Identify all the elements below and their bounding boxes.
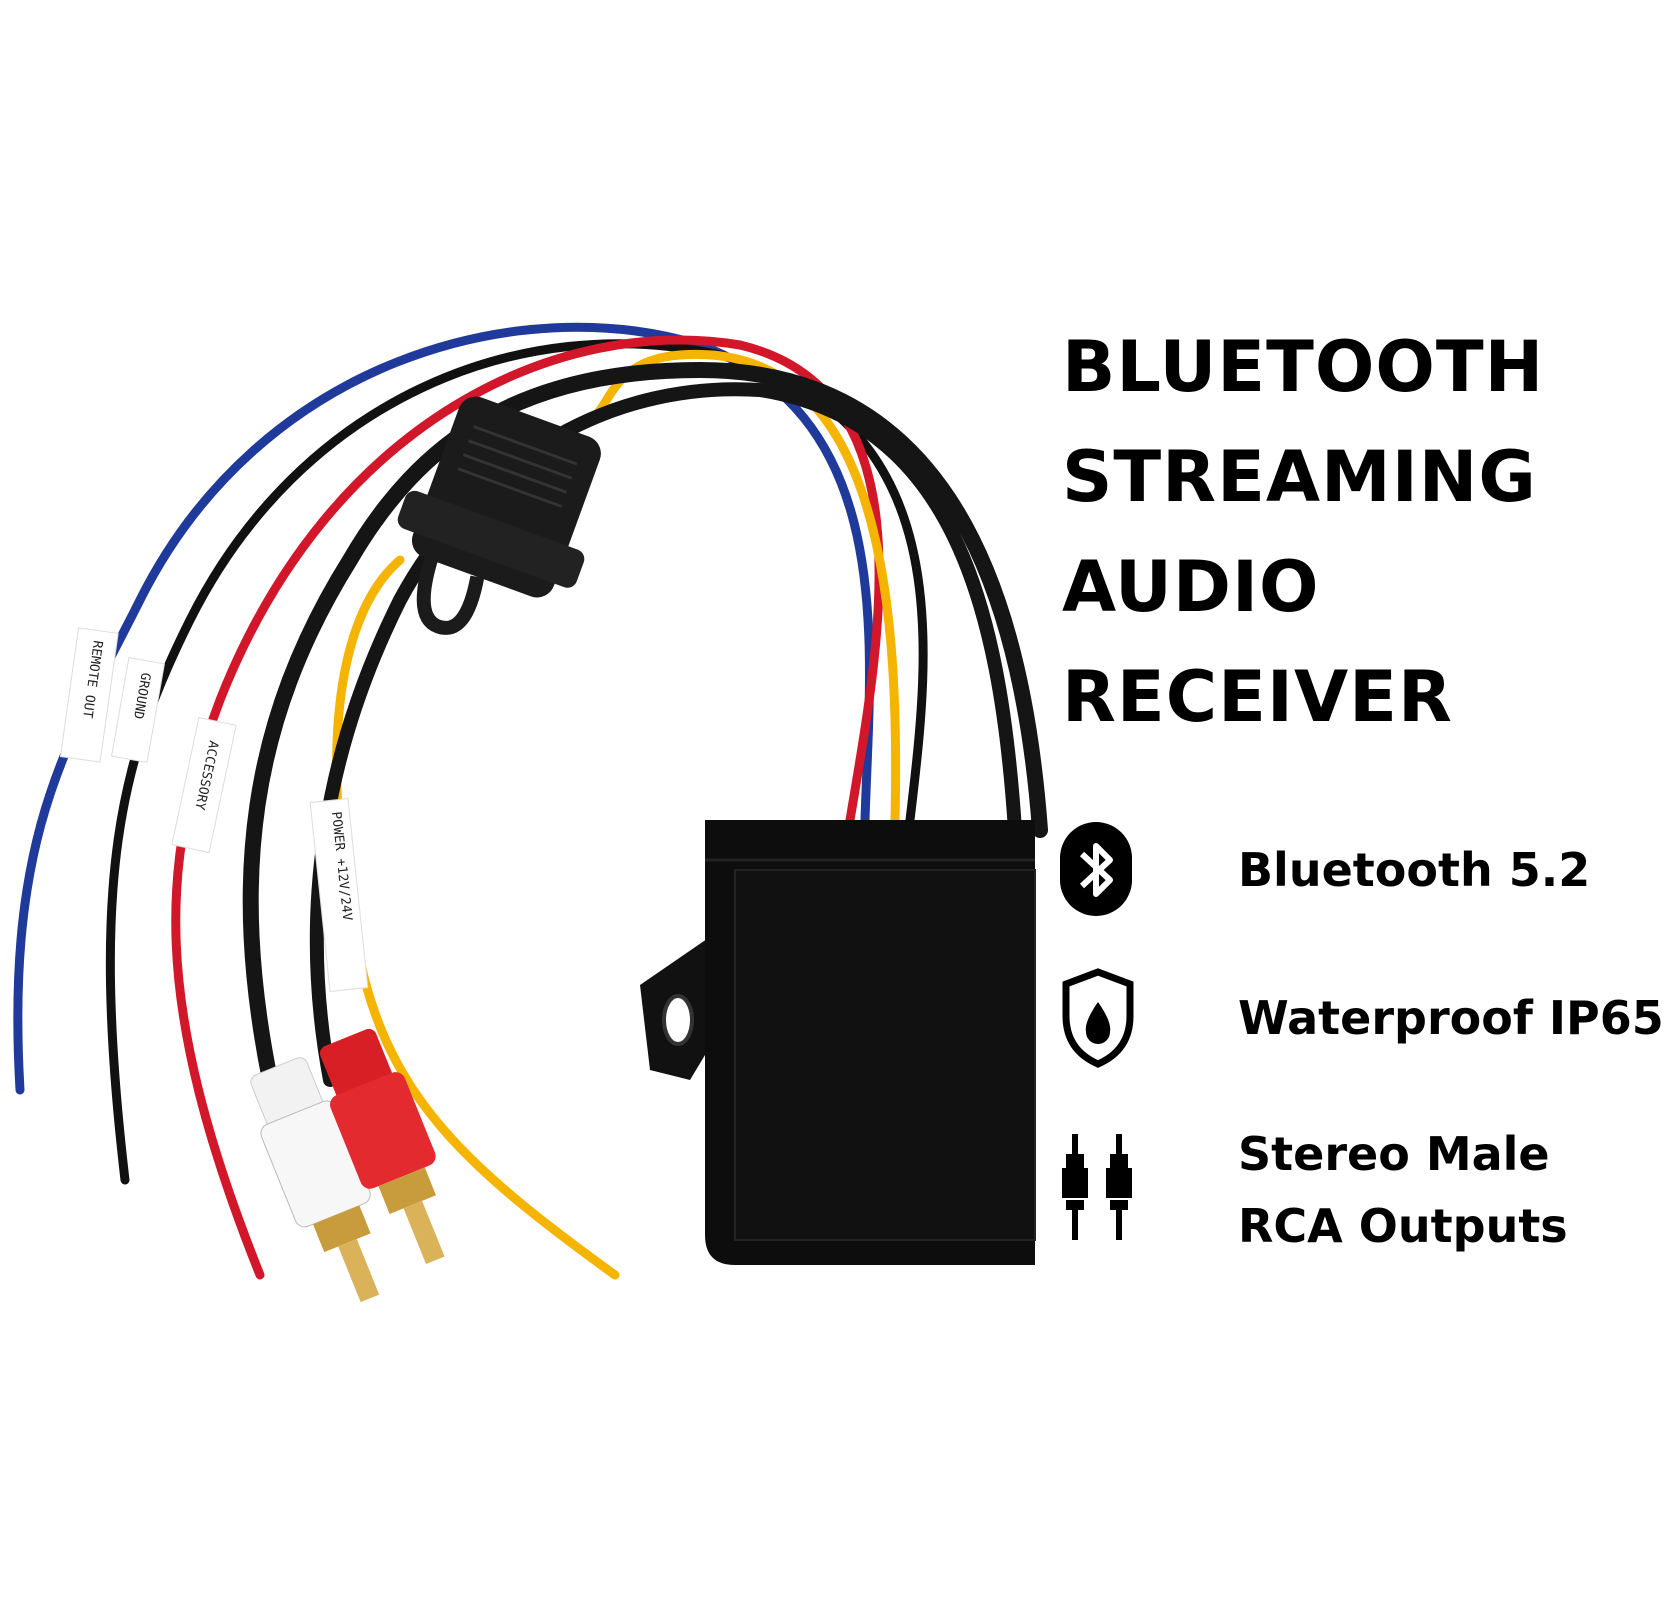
receiver-box bbox=[640, 820, 1036, 1265]
main-cable bbox=[242, 361, 1048, 1088]
feature-rca-line-2: RCA Outputs bbox=[1238, 1199, 1568, 1253]
headline-line-1: BLUETOOTH bbox=[1062, 326, 1545, 408]
fuse-holder bbox=[397, 396, 601, 635]
feature-rca-line-1: Stereo Male bbox=[1238, 1127, 1550, 1181]
feature-bluetooth: Bluetooth 5.2 bbox=[1058, 820, 1598, 920]
feature-waterproof: Waterproof IP65 bbox=[1058, 968, 1664, 1068]
feature-waterproof-line-1: Waterproof IP65 bbox=[1238, 991, 1664, 1045]
black-wire bbox=[105, 339, 928, 1185]
feature-rca-label: Stereo Male RCA Outputs bbox=[1238, 1118, 1568, 1262]
headline-line-3: AUDIO bbox=[1062, 546, 1320, 628]
product-illustration: REMOTE OUT GROUND ACCESSORY POWER +12V/2… bbox=[13, 322, 1048, 1303]
feature-waterproof-label: Waterproof IP65 bbox=[1238, 982, 1664, 1054]
blue-wire bbox=[13, 322, 874, 1095]
feature-bluetooth-label: Bluetooth 5.2 bbox=[1238, 834, 1590, 906]
bluetooth-icon bbox=[1060, 822, 1132, 916]
headline-line-4: RECEIVER bbox=[1062, 656, 1453, 738]
headline-line-2: STREAMING bbox=[1062, 436, 1537, 518]
rca-plugs-icon bbox=[1062, 1134, 1132, 1240]
headline: BLUETOOTH STREAMING AUDIO RECEIVER bbox=[1062, 312, 1544, 752]
feature-rca: Stereo Male RCA Outputs bbox=[1058, 1118, 1598, 1262]
feature-bluetooth-line-1: Bluetooth 5.2 bbox=[1238, 843, 1591, 897]
water-drop-shield-icon bbox=[1062, 968, 1134, 1068]
rca-red-plug bbox=[319, 1028, 445, 1264]
